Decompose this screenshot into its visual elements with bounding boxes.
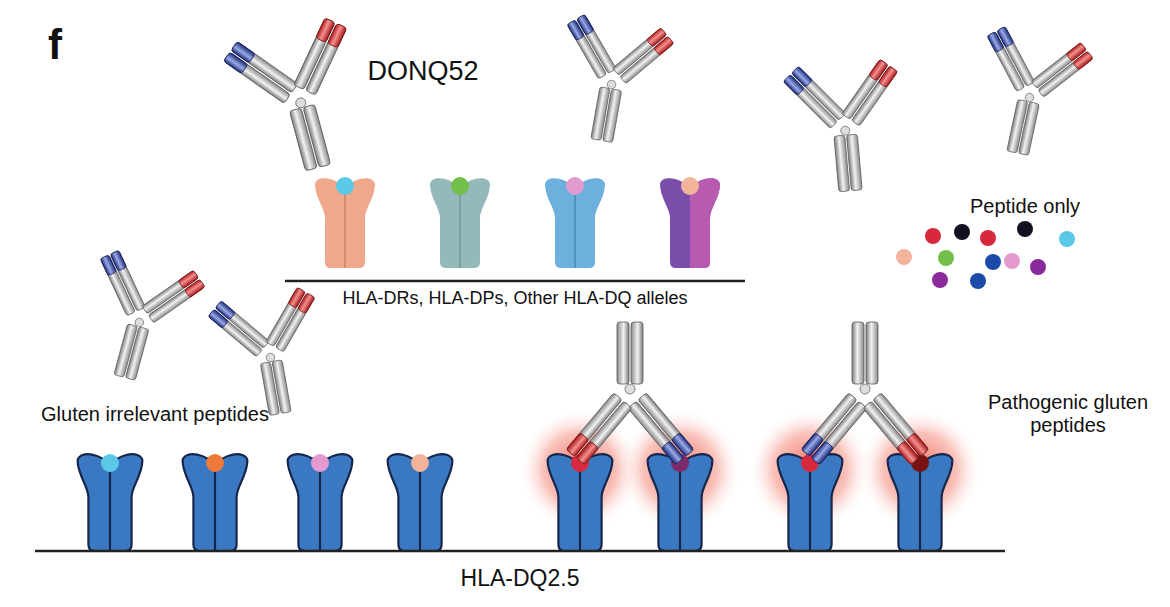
panel-letter: f <box>48 21 62 69</box>
antibody-name: DONQ52 <box>367 56 478 87</box>
donq52-antibodies <box>72 12 1096 465</box>
hla-dq25-row <box>35 408 1005 551</box>
group-label: Pathogenic gluten peptides <box>983 391 1153 437</box>
group-label: Gluten irrelevant peptides <box>41 403 269 426</box>
group-label: HLA-DQ2.5 <box>461 565 580 591</box>
other-hla-row <box>285 177 745 281</box>
group-label: HLA-DRs, HLA-DPs, Other HLA-DQ alleles <box>342 288 687 309</box>
free-peptides <box>896 221 1075 289</box>
group-label: Peptide only <box>970 195 1080 218</box>
